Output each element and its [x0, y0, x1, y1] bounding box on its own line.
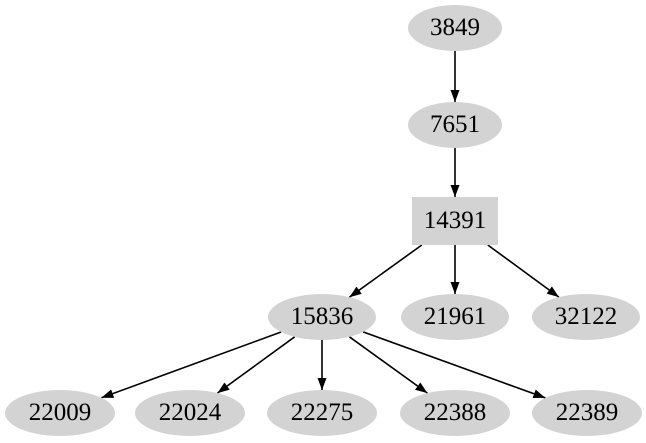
edge-15836-to-22388 — [348, 336, 428, 394]
edge-15836-to-22009 — [101, 331, 282, 399]
node-label: 3849 — [430, 13, 480, 41]
node-label: 22009 — [28, 398, 92, 426]
node-label: 32122 — [554, 302, 618, 330]
node-label: 15836 — [290, 302, 354, 330]
edge-14391-to-32122 — [487, 244, 560, 298]
node-label: 22275 — [290, 398, 354, 426]
node-label: 22388 — [423, 398, 487, 426]
graph-node-21961: 21961 — [401, 294, 509, 340]
edge-15836-to-22389 — [362, 331, 546, 399]
graph-node-3849: 3849 — [408, 5, 502, 51]
graph-node-22009: 22009 — [5, 390, 115, 436]
edge-15836-to-22024 — [216, 336, 296, 394]
graph-node-7651: 7651 — [408, 102, 502, 148]
edge-14391-to-15836 — [348, 244, 423, 298]
graph-node-22275: 22275 — [267, 390, 377, 436]
node-label: 22389 — [555, 398, 619, 426]
graph-node-22388: 22388 — [400, 390, 510, 436]
graph-node-22024: 22024 — [135, 390, 245, 436]
node-label: 22024 — [158, 398, 222, 426]
graph-node-32122: 32122 — [532, 294, 640, 340]
graph-node-14391: 14391 — [412, 197, 498, 245]
graph-node-15836: 15836 — [268, 294, 376, 340]
node-label: 14391 — [423, 206, 487, 234]
node-label: 7651 — [430, 110, 480, 138]
node-label: 21961 — [423, 302, 487, 330]
graph-node-22389: 22389 — [532, 390, 642, 436]
